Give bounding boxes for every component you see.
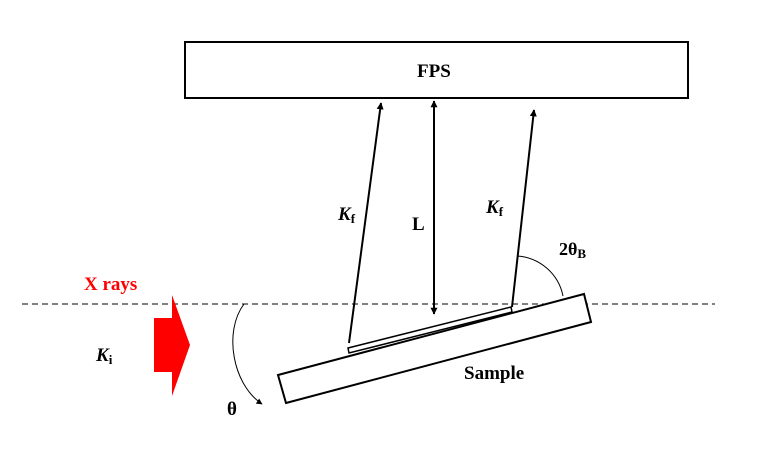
kf-right-symbol: K — [486, 197, 499, 218]
sample-label: Sample — [464, 363, 525, 384]
bragg-angle-arc — [516, 255, 564, 297]
bragg-angle-subscript: B — [577, 246, 587, 261]
kf-left-label: Kf — [338, 205, 355, 225]
kf-left-subscript: f — [350, 211, 356, 226]
sample-film — [347, 306, 513, 354]
l-label: L — [412, 214, 425, 235]
kf-right-label: Kf — [486, 198, 503, 218]
fps-label: FPS — [417, 61, 451, 82]
fps-detector-box — [184, 41, 689, 99]
kf-left-symbol: K — [338, 204, 351, 225]
bragg-angle-symbol: 2θ — [559, 239, 578, 259]
kf-right-subscript: f — [498, 204, 504, 219]
sample-slab — [276, 292, 593, 405]
xray-label: X rays — [84, 274, 138, 295]
kf-right-arrow — [511, 109, 537, 308]
ki-symbol: K — [96, 345, 109, 366]
kf-left-arrow — [348, 102, 384, 344]
ki-subscript: i — [108, 352, 113, 367]
bragg-angle-label: 2θB — [559, 240, 586, 260]
ki-label: Ki — [96, 346, 112, 366]
theta-rotation-arc — [232, 303, 263, 405]
xray-incident-arrow — [154, 295, 190, 396]
theta-label: θ — [227, 399, 237, 420]
